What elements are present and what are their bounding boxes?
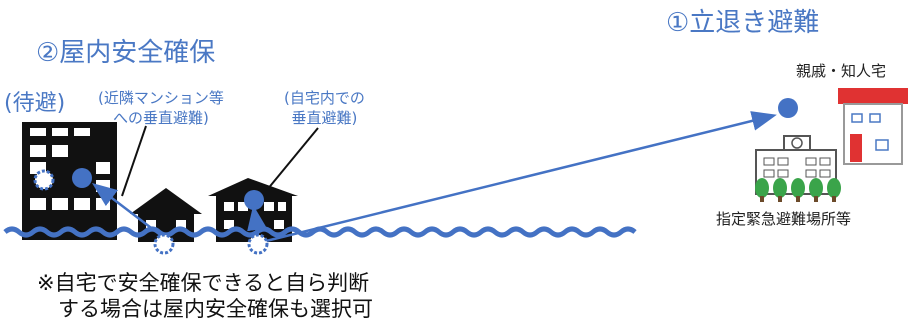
note-line2: する場合は屋内安全確保も選択可 [58, 297, 373, 321]
vertical-neighbor-line1: (近隣マンション等 [98, 89, 224, 107]
vertical-home-line1: (自宅内での [284, 89, 365, 107]
origin-dot-apartment [33, 169, 55, 191]
wait-label: (待避) [4, 91, 66, 116]
vertical-home-line2: 垂直避難) [291, 109, 358, 127]
vertical-home-label: (自宅内での 垂直避難) [284, 88, 365, 128]
note-line1: ※自宅で安全確保できると自ら判断 [37, 271, 370, 295]
note: ※自宅で安全確保できると自ら判断 する場合は屋内安全確保も選択可 [37, 270, 373, 322]
arrow-to-shelter [261, 111, 777, 244]
vertical-neighbor-label: (近隣マンション等 への垂直避難) [98, 88, 224, 128]
callout-line-home [261, 127, 319, 197]
shelter-label: 指定緊急避難場所等 [716, 210, 852, 228]
relatives-house-icon [838, 88, 908, 165]
arrow-to-apartment [92, 182, 168, 241]
person-dot-upstairs [244, 190, 264, 210]
vertical-neighbor-line2: への垂直避難) [113, 109, 209, 127]
callout-line-neighbor [121, 125, 147, 197]
arrow-to-upstairs [247, 205, 267, 237]
indoor-safety-title: ②屋内安全確保 [36, 38, 216, 68]
flood-wave-icon [3, 226, 637, 238]
relatives-label: 親戚・知人宅 [796, 62, 887, 80]
person-dot-evacuated [778, 98, 798, 118]
tree-icon [755, 178, 841, 202]
origin-dot-two-story-house [247, 233, 269, 255]
origin-dot-house [153, 233, 175, 255]
evacuation-away-title: ①立退き避難 [666, 8, 820, 38]
person-dot-apartment [72, 168, 92, 188]
apartment-building-icon [22, 122, 117, 240]
